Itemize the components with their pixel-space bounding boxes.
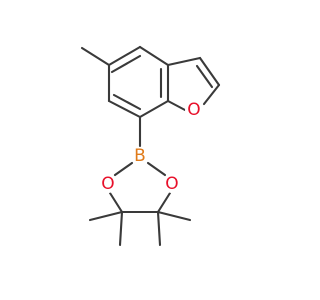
atom-label-boron: B <box>134 146 146 166</box>
bond-methyl-right-2 <box>156 210 162 247</box>
bond-methyl-left-2 <box>118 210 124 247</box>
bond-boron-oxygen-right <box>146 161 167 177</box>
atom-label-layer: O B O O <box>99 100 203 194</box>
bond-methyl-left-1 <box>88 210 124 222</box>
bond-methyl <box>80 46 111 67</box>
bond-oxygen-left-carbon <box>108 191 124 214</box>
molecule-structure-diagram: O B O O <box>80 45 221 247</box>
bond-furan-a <box>166 56 202 67</box>
bond-methyl-right-1 <box>156 210 192 222</box>
bond-furan-b <box>198 56 221 87</box>
bond-furan-d <box>166 99 187 112</box>
atom-label-furan-oxygen: O <box>187 100 200 120</box>
bond-ring-d <box>138 99 170 119</box>
atom-label-ester-oxygen-right: O <box>165 174 178 194</box>
bond-ring-e-inner <box>112 93 142 111</box>
bond-ring-b <box>138 45 170 67</box>
bond-layer <box>80 45 221 247</box>
bond-furan-c <box>202 83 221 106</box>
bond-furan-b-inner <box>195 64 214 89</box>
bond-oxygen-right-carbon <box>156 191 172 214</box>
bond-ring-e <box>107 99 142 119</box>
bond-ring-a-inner <box>110 54 142 74</box>
atom-label-ester-oxygen-left: O <box>101 174 114 194</box>
bond-boron-oxygen-left <box>113 161 134 177</box>
bond-ring-a <box>107 45 142 67</box>
